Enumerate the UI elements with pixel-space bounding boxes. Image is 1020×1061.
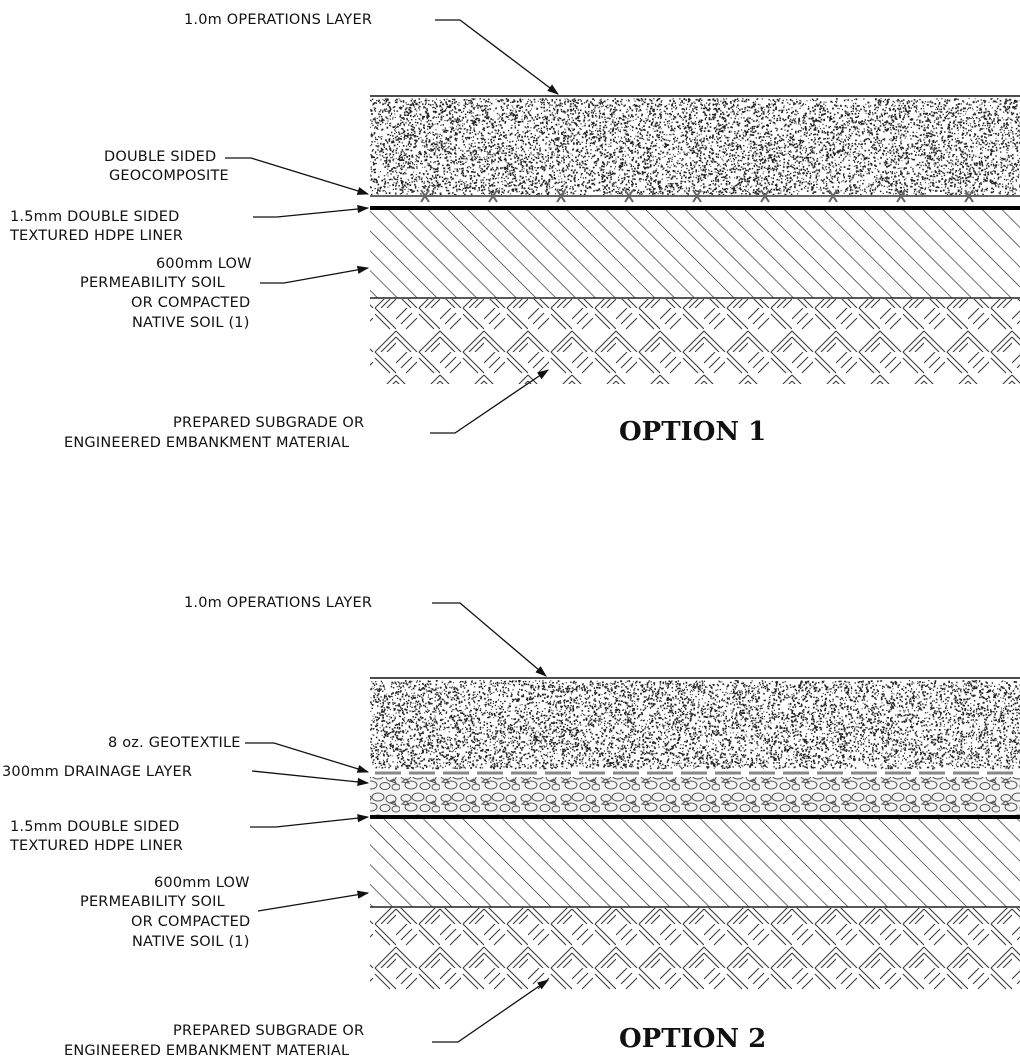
liner-leader xyxy=(250,814,370,828)
subgrade-label-line1: PREPARED SUBGRADE OR xyxy=(173,415,364,431)
subgrade-label-line2: ENGINEERED EMBANKMENT MATERIAL xyxy=(64,435,349,451)
operations-layer-label: 1.0m OPERATIONS LAYER xyxy=(184,12,372,28)
operations-layer-stipple xyxy=(370,680,1020,770)
geotextile-leader xyxy=(245,742,370,773)
soil-leader xyxy=(257,890,370,912)
option-2-section: 1.0m OPERATIONS LAYER 8 oz. GEOTEXTILE 3… xyxy=(2,595,1020,1059)
geocomposite-x-mark xyxy=(896,189,906,203)
soil-label-line3: OR COMPACTED xyxy=(131,914,250,930)
soil-label-line1: 600mm LOW xyxy=(156,256,252,272)
subgrade-basketweave xyxy=(370,299,1020,384)
geocomposite-x-mark xyxy=(760,189,770,203)
geocomposite-x-marks xyxy=(420,189,974,203)
liner-label-line1: 1.5mm DOUBLE SIDED xyxy=(10,819,179,835)
option-1-title: OPTION 1 xyxy=(619,417,766,447)
soil-label-line4: NATIVE SOIL (1) xyxy=(132,934,250,950)
geocomposite-x-mark xyxy=(624,189,634,203)
subgrade-basketweave xyxy=(370,908,1020,990)
low-permeability-soil-hatch xyxy=(370,210,1020,298)
operations-layer-leader xyxy=(435,19,559,95)
geotextile-label: 8 oz. GEOTEXTILE xyxy=(108,735,241,751)
liner-label-line2: TEXTURED HDPE LINER xyxy=(9,838,183,854)
drainage-leader xyxy=(251,770,370,786)
soil-leader xyxy=(260,265,370,284)
operations-layer-leader xyxy=(432,602,547,677)
stipple-dots xyxy=(370,98,1020,196)
geocomposite-x-mark xyxy=(964,189,974,203)
stipple-dots xyxy=(370,680,1020,770)
soil-label-line2: PERMEABILITY SOIL xyxy=(80,894,225,910)
drainage-label: 300mm DRAINAGE LAYER xyxy=(2,764,192,780)
geocomposite-x-mark xyxy=(692,189,702,203)
option-2-title: OPTION 2 xyxy=(619,1024,766,1054)
geocomposite-label-line1: DOUBLE SIDED xyxy=(104,149,216,165)
liner-label-line2: TEXTURED HDPE LINER xyxy=(9,228,183,244)
operations-layer-stipple xyxy=(370,98,1020,196)
subgrade-leader xyxy=(430,369,549,434)
geocomposite-x-mark xyxy=(556,189,566,203)
soil-label-line2: PERMEABILITY SOIL xyxy=(80,275,225,291)
subgrade-leader xyxy=(432,979,549,1043)
operations-layer-label: 1.0m OPERATIONS LAYER xyxy=(184,595,372,611)
subgrade-label-line2: ENGINEERED EMBANKMENT MATERIAL xyxy=(64,1043,349,1059)
geocomposite-label-line2: GEOCOMPOSITE xyxy=(109,168,229,184)
low-permeability-soil-hatch xyxy=(370,819,1020,907)
liner-label-line1: 1.5mm DOUBLE SIDED xyxy=(10,209,179,225)
geocomposite-x-mark xyxy=(488,189,498,203)
soil-label-line3: OR COMPACTED xyxy=(131,295,250,311)
geocomposite-x-mark xyxy=(420,189,430,203)
geocomposite-x-mark xyxy=(828,189,838,203)
subgrade-label-line1: PREPARED SUBGRADE OR xyxy=(173,1023,364,1039)
soil-label-line4: NATIVE SOIL (1) xyxy=(132,315,250,331)
drainage-layer-stones xyxy=(370,777,1020,815)
soil-label-line1: 600mm LOW xyxy=(154,875,250,891)
option-1-section: 1.0m OPERATIONS LAYER DOUBLE SIDED GEOCO… xyxy=(9,12,1020,451)
geocomposite-leader xyxy=(225,157,370,195)
liner-leader xyxy=(253,204,370,218)
